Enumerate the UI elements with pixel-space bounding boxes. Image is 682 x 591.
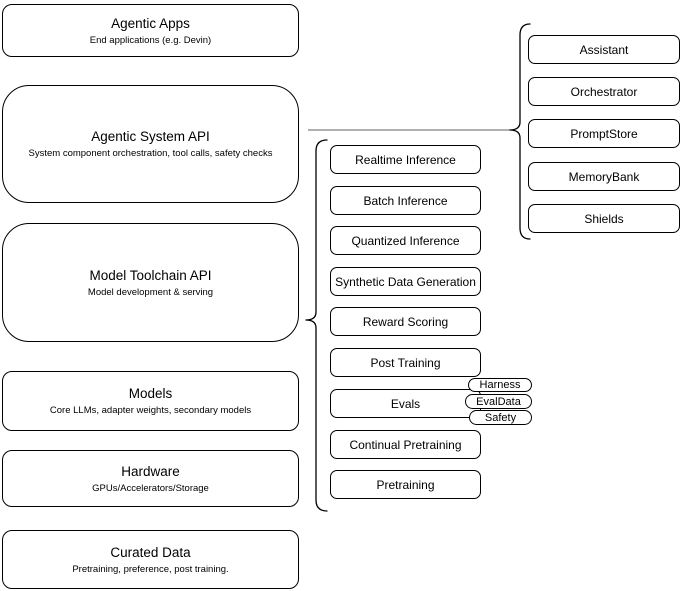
toolchain-item-synthetic-data-generation: Synthetic Data Generation xyxy=(330,267,481,296)
layer-title: Model Toolchain API xyxy=(89,267,212,283)
layer-agentic-system-api: Agentic System API System component orch… xyxy=(2,85,299,203)
layer-title: Curated Data xyxy=(110,544,191,560)
component-shields: Shields xyxy=(528,204,680,233)
layer-model-toolchain-api: Model Toolchain API Model development & … xyxy=(2,223,299,342)
layer-curated-data: Curated Data Pretraining, preference, po… xyxy=(2,530,299,589)
eval-tag-safety: Safety xyxy=(469,410,532,425)
toolchain-item-quantized-inference: Quantized Inference xyxy=(330,226,481,255)
component-promptstore: PromptStore xyxy=(528,119,680,148)
layer-title: Models xyxy=(128,386,173,401)
layer-agentic-apps: Agentic Apps End applications (e.g. Devi… xyxy=(2,4,299,57)
component-memorybank: MemoryBank xyxy=(528,162,680,191)
toolchain-group-brace xyxy=(305,139,328,512)
layer-subtitle: System component orchestration, tool cal… xyxy=(28,148,273,159)
eval-tag-evaldata: EvalData xyxy=(465,394,532,409)
toolchain-item-post-training: Post Training xyxy=(330,348,481,377)
toolchain-item-continual-pretraining: Continual Pretraining xyxy=(330,430,481,459)
layer-title: Agentic System API xyxy=(91,129,210,144)
toolchain-item-realtime-inference: Realtime Inference xyxy=(330,145,481,174)
layer-title: Hardware xyxy=(121,463,180,479)
layer-title: Agentic Apps xyxy=(111,15,190,31)
toolchain-item-reward-scoring: Reward Scoring xyxy=(330,307,481,336)
layer-hardware: Hardware GPUs/Accelerators/Storage xyxy=(2,450,299,507)
eval-tag-harness: Harness xyxy=(468,378,532,392)
component-assistant: Assistant xyxy=(528,35,680,64)
layer-subtitle: Model development & serving xyxy=(87,286,214,298)
layer-subtitle: Core LLMs, adapter weights, secondary mo… xyxy=(49,405,252,416)
layer-subtitle: Pretraining, preference, post training. xyxy=(72,563,229,575)
component-orchestrator: Orchestrator xyxy=(528,77,680,106)
toolchain-item-pretraining: Pretraining xyxy=(330,470,481,499)
components-group-brace xyxy=(509,23,531,240)
layer-subtitle: End applications (e.g. Devin) xyxy=(89,34,212,46)
layer-models: Models Core LLMs, adapter weights, secon… xyxy=(2,371,299,431)
toolchain-item-evals: Evals xyxy=(330,389,481,418)
layer-subtitle: GPUs/Accelerators/Storage xyxy=(92,482,209,494)
toolchain-item-batch-inference: Batch Inference xyxy=(330,186,481,215)
